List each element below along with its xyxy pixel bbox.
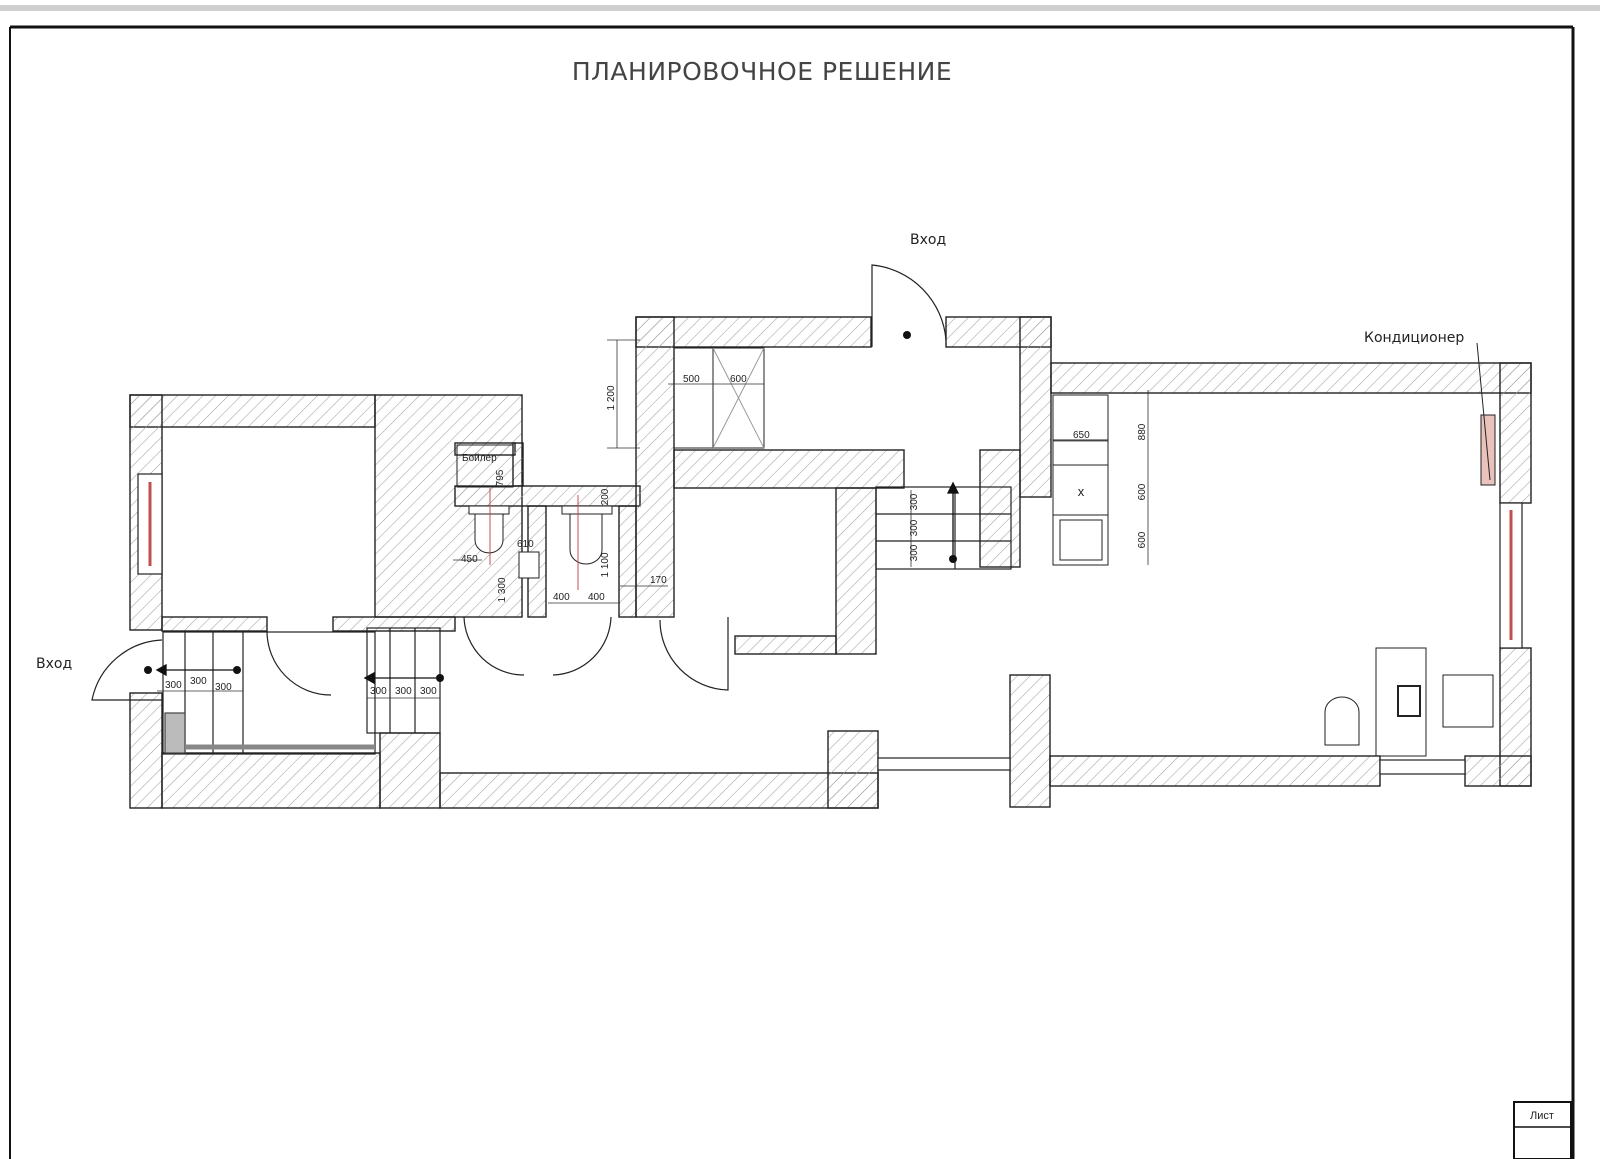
sheet-label: Лист [1530, 1110, 1554, 1122]
dim-200: 200 [600, 488, 611, 505]
entrance-top-label: Вход [910, 232, 946, 248]
dim-stair-6: 300 [420, 686, 437, 697]
stairs-left [162, 631, 376, 755]
dim-600: 600 [730, 374, 747, 385]
dimension-lines [157, 339, 1149, 699]
dim-795: 795 [495, 469, 506, 486]
kitchen-unit: x [673, 347, 1109, 566]
dim-stair-1: 300 [165, 680, 182, 691]
air-conditioner [1476, 342, 1496, 486]
title-block [1513, 1101, 1572, 1159]
dim-stair-v1: 300 [909, 493, 920, 510]
dim-600-b: 600 [1137, 483, 1148, 500]
dim-500: 500 [683, 374, 700, 385]
dim-1100: 1 100 [600, 552, 611, 577]
svg-text:x: x [1078, 484, 1085, 499]
dim-stair-2: 300 [190, 676, 207, 687]
dim-stair-3: 300 [215, 682, 232, 693]
dim-650: 650 [1073, 430, 1090, 441]
dim-stair-v3: 300 [909, 544, 920, 561]
dim-600-c: 600 [1137, 531, 1148, 548]
dim-stair-v2: 300 [909, 519, 920, 536]
dim-170: 170 [650, 575, 667, 586]
dim-450: 450 [461, 554, 478, 565]
dim-stair-4: 300 [370, 686, 387, 697]
air-conditioner-label: Кондиционер [1364, 330, 1464, 346]
drawing-title: ПЛАНИРОВОЧНОЕ РЕШЕНИЕ [572, 57, 952, 86]
walls [129, 316, 1532, 809]
entrance-left-label: Вход [36, 656, 72, 672]
stairs-right [875, 486, 1012, 570]
dim-1300: 1 300 [497, 577, 508, 602]
sheet-frame [0, 5, 1600, 1159]
boiler-label: Бойлер [462, 453, 497, 464]
stair-arrows [155, 481, 960, 685]
dim-400-a: 400 [553, 592, 570, 603]
dim-400-b: 400 [588, 592, 605, 603]
dim-610: 610 [517, 539, 534, 550]
toilet-fixtures [468, 488, 613, 590]
windows [137, 473, 1523, 775]
dim-880: 880 [1137, 423, 1148, 440]
doors [91, 264, 947, 701]
office-furniture [1324, 647, 1494, 757]
dim-stair-5: 300 [395, 686, 412, 697]
boiler [456, 444, 514, 488]
dim-1200: 1 200 [606, 385, 617, 410]
